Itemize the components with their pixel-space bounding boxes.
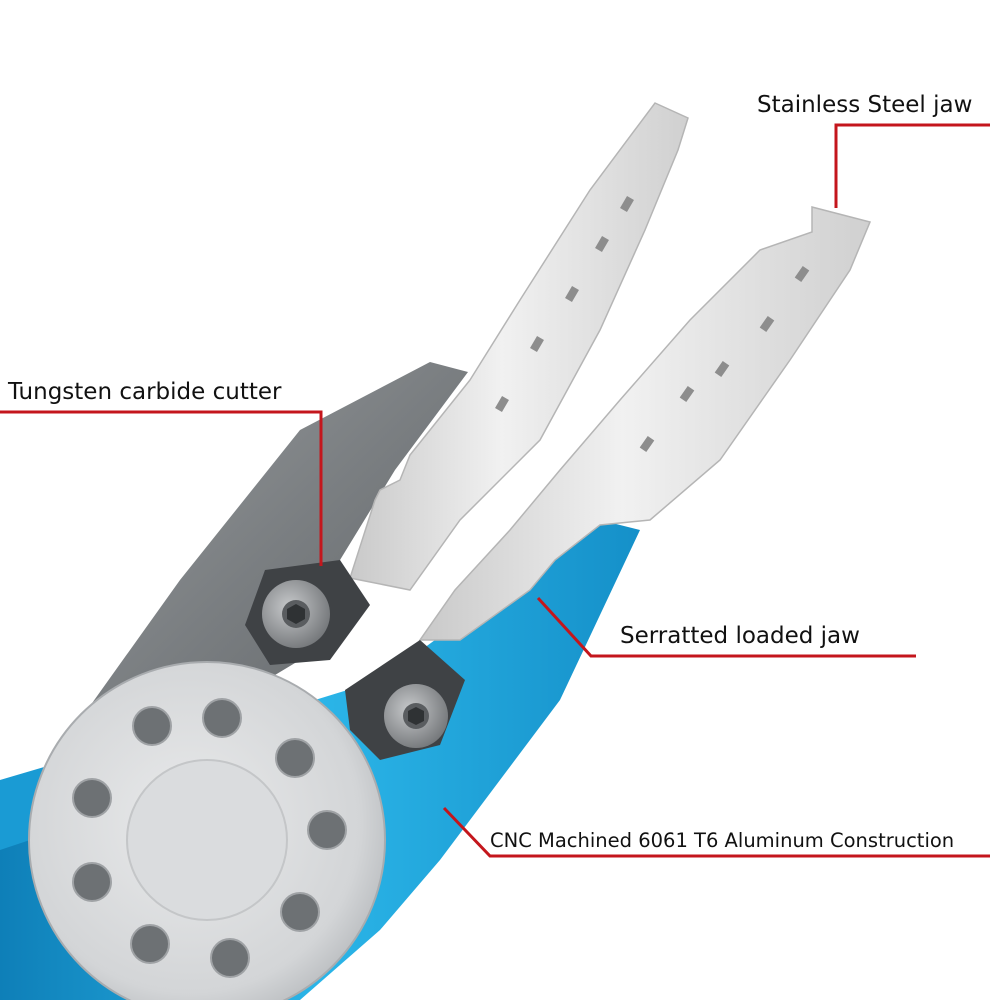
- leader-serrated: [536, 596, 916, 658]
- screw-upper: [262, 580, 330, 648]
- leader-jaw: [834, 123, 990, 208]
- leader-cnc: [442, 806, 990, 858]
- teeth-left: [495, 195, 634, 413]
- label-serrated-loaded-jaw: Serratted loaded jaw: [620, 623, 860, 649]
- label-stainless-steel-jaw: Stainless Steel jaw: [757, 92, 973, 118]
- label-tungsten-carbide-cutter: Tungsten carbide cutter: [8, 379, 282, 405]
- label-cnc-aluminum-construction: CNC Machined 6061 T6 Aluminum Constructi…: [490, 829, 955, 852]
- leader-lines: [0, 123, 990, 858]
- leader-cutter: [0, 410, 323, 566]
- pivot-disc: [28, 661, 386, 1000]
- gray-handle: [60, 362, 468, 760]
- screw-lower: [384, 684, 448, 748]
- steel-jaw-right: [418, 206, 872, 641]
- teeth-right: [639, 265, 810, 453]
